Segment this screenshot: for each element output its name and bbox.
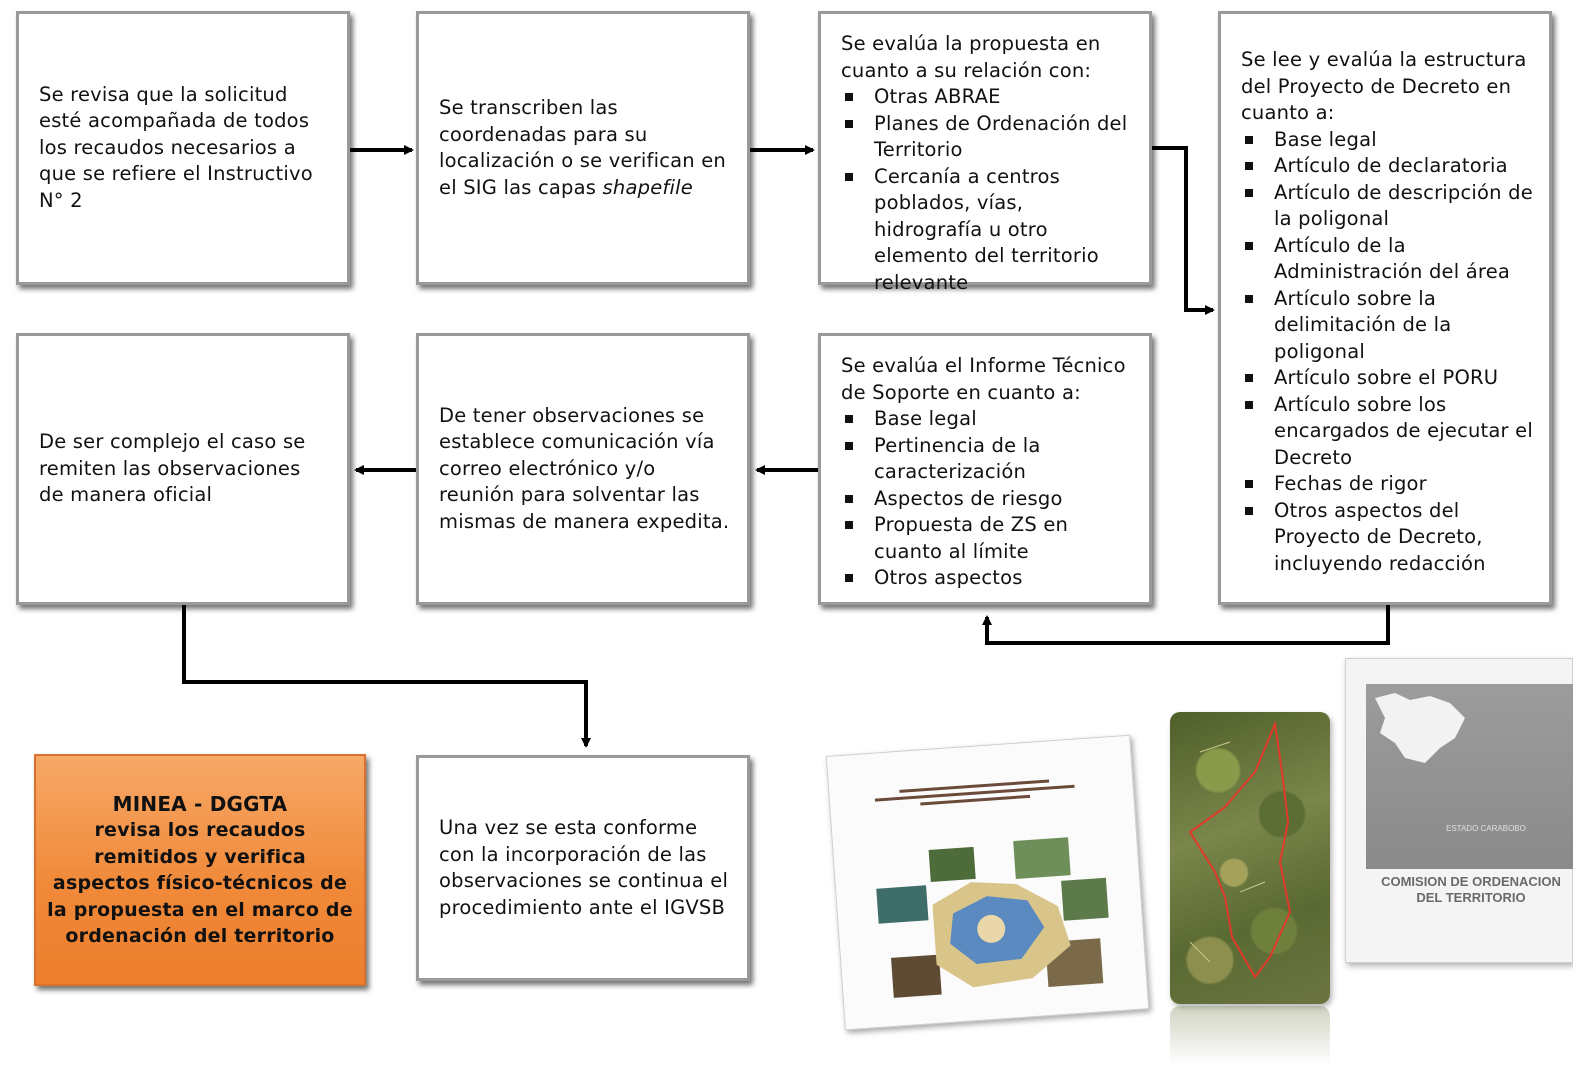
minea-dggta-title: MINEA - DGGTA	[112, 791, 288, 816]
list-item: Otras ABRAE	[841, 84, 1133, 111]
list-item: Propuesta de ZS en cuanto al límite	[841, 512, 1133, 565]
minea-dggta-box: MINEA - DGGTA revisa los recaudos remiti…	[34, 754, 366, 986]
list-item: Artículo sobre la delimitación de la pol…	[1241, 286, 1539, 366]
document-header-lines	[869, 773, 1080, 814]
arrow-box5-to-box8	[182, 605, 591, 748]
document-cover-image	[825, 734, 1150, 1031]
list-item: Artículo de descripción de la poligonal	[1241, 180, 1539, 233]
step-box-evaluate-proposal-intro: Se evalúa la propuesta en cuanto a su re…	[841, 32, 1101, 82]
step-box-continue-igvsb-text: Una vez se esta conforme con la incorpor…	[439, 816, 729, 919]
step-box-evaluate-report: Se evalúa el Informe Técnico de Soporte …	[818, 333, 1152, 605]
list-item: Base legal	[1241, 127, 1539, 154]
step-box-communication-text: De tener observaciones se establece comu…	[439, 403, 730, 533]
document-cover-grey-panel: ESTADO CARABOBO	[1366, 684, 1573, 869]
arrow-box3-to-box4	[1152, 146, 1215, 315]
step-box-review-request-text: Se revisa que la solicitud esté acompaña…	[39, 82, 313, 212]
document-cover-title: COMISION DE ORDENACION DEL TERRITORIO	[1381, 874, 1561, 905]
step-box-evaluate-decree: Se lee y evalúa la estructura del Proyec…	[1218, 11, 1552, 605]
shapefile-italic: shapefile	[602, 175, 693, 199]
list-item: Artículo sobre los encargados de ejecuta…	[1241, 392, 1539, 472]
aerial-map-reflection	[1170, 1006, 1330, 1065]
decree-criteria-list: Base legal Artículo de declaratoria Artí…	[1241, 127, 1539, 578]
aerial-map-polygon	[1188, 720, 1292, 979]
venezuela-map-icon	[1375, 693, 1465, 763]
aerial-map-image	[1170, 712, 1330, 1004]
step-box-communication: De tener observaciones se establece comu…	[416, 333, 750, 605]
arrow-box4-to-box7	[982, 604, 1390, 645]
list-item: Cercanía a centros poblados, vías, hidro…	[841, 164, 1133, 297]
step-box-transcribe-coordinates-text: Se transcriben las coordenadas para su l…	[439, 96, 726, 199]
list-item: Artículo sobre el PORU	[1241, 365, 1539, 392]
document-collage-image	[876, 837, 1109, 998]
step-box-official-remit: De ser complejo el caso se remiten las o…	[16, 333, 350, 605]
proposal-criteria-list: Otras ABRAE Planes de Ordenación del Ter…	[841, 84, 1133, 296]
step-box-continue-igvsb: Una vez se esta conforme con la incorpor…	[416, 755, 750, 981]
list-item: Planes de Ordenación del Territorio	[841, 111, 1133, 164]
step-box-evaluate-report-intro: Se evalúa el Informe Técnico de Soporte …	[841, 354, 1126, 404]
list-item: Artículo de la Administración del área	[1241, 233, 1539, 286]
list-item: Aspectos de riesgo	[841, 486, 1133, 513]
document-cover-state-label: ESTADO CARABOBO	[1446, 824, 1526, 833]
step-box-transcribe-coordinates: Se transcriben las coordenadas para su l…	[416, 11, 750, 285]
step-box-official-remit-text: De ser complejo el caso se remiten las o…	[39, 430, 306, 507]
list-item: Pertinencia de la caracterización	[841, 433, 1133, 486]
report-criteria-list: Base legal Pertinencia de la caracteriza…	[841, 406, 1133, 592]
step-box-evaluate-decree-intro: Se lee y evalúa la estructura del Proyec…	[1241, 48, 1527, 124]
list-item: Otros aspectos	[841, 565, 1133, 592]
step-box-evaluate-proposal: Se evalúa la propuesta en cuanto a su re…	[818, 11, 1152, 294]
list-item: Artículo de declaratoria	[1241, 153, 1539, 180]
list-item: Fechas de rigor	[1241, 471, 1539, 498]
list-item: Base legal	[841, 406, 1133, 433]
document-cover-image-2: ESTADO CARABOBO COMISION DE ORDENACION D…	[1345, 658, 1573, 963]
list-item: Otros aspectos del Proyecto de Decreto, …	[1241, 498, 1539, 578]
step-box-review-request: Se revisa que la solicitud esté acompaña…	[16, 11, 350, 285]
minea-dggta-body: revisa los recaudos remitidos y verifica…	[47, 819, 353, 947]
